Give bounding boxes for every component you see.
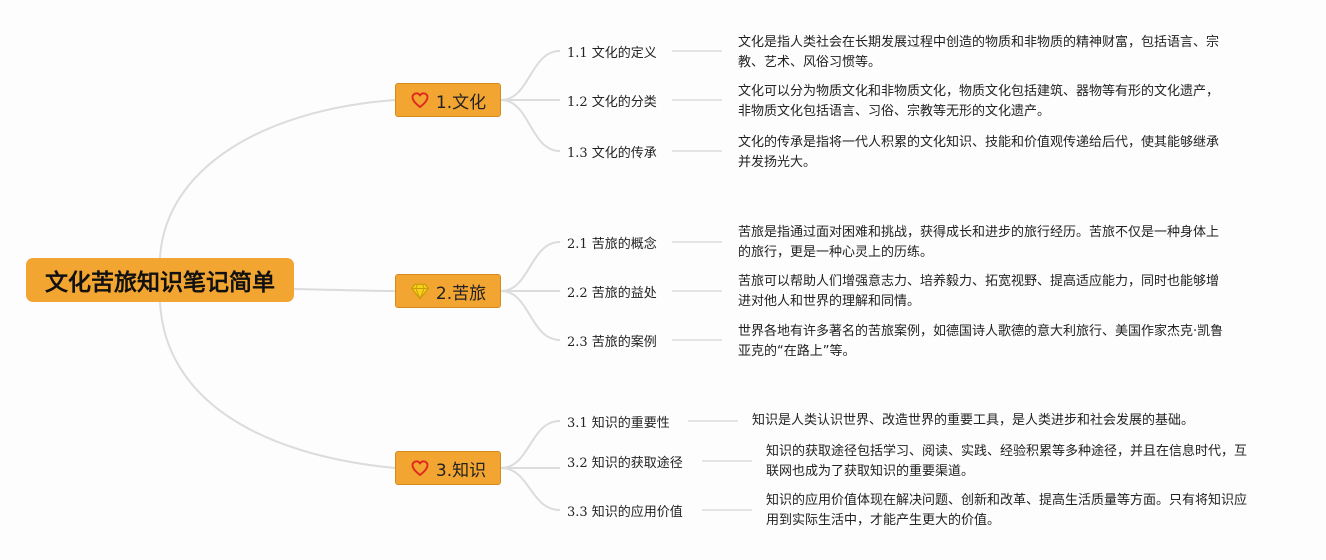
subtopic-1-2[interactable]: 1.2 文化的分类 — [567, 95, 657, 110]
leaf-note-1-2: 文化可以分为物质文化和非物质文化，物质文化包括建筑、器物等有形的文化遗产，非物质… — [738, 84, 1220, 119]
connector-b3-s1 — [500, 420, 561, 469]
leaf-note-2-3: 世界各地有许多著名的苦旅案例，如德国诗人歌德的意大利旅行、美国作家杰克·凯鲁亚克… — [738, 324, 1224, 359]
branch-node-knowledge[interactable]: 3.知识 — [395, 451, 501, 485]
leaf-note-2-1: 苦旅是指通过面对困难和挑战，获得成长和进步的旅行经历。苦旅不仅是一种身体上的旅行… — [738, 225, 1220, 260]
connector-b2-s3 — [500, 290, 561, 341]
leaf-note-3-3: 知识的应用价值体现在解决问题、创新和改革、提高生活质量等方面。只有将知识应用到实… — [766, 493, 1248, 528]
connector-b3-s3 — [500, 467, 561, 511]
subtopic-2-3[interactable]: 2.3 苦旅的案例 — [567, 335, 657, 350]
branch-label: 1.文化 — [435, 92, 487, 113]
leaf-note-1-1: 文化是指人类社会在长期发展过程中创造的物质和非物质的精神财富，包括语言、宗教、艺… — [738, 35, 1220, 70]
heart-icon — [410, 90, 430, 110]
branch-label: 2.苦旅 — [435, 283, 487, 304]
leaf-note-2-2: 苦旅可以帮助人们增强意志力、培养毅力、拓宽视野、提高适应能力，同时也能够增进对他… — [738, 274, 1220, 309]
connector-root-branch3 — [159, 301, 396, 469]
gem-icon — [410, 281, 430, 301]
connector-b1-s3 — [500, 99, 561, 152]
leaf-note-3-1: 知识是人类认识世界、改造世界的重要工具，是人类进步和社会发展的基础。 — [752, 413, 1195, 428]
connector-root-branch1 — [159, 99, 396, 259]
subtopic-2-1[interactable]: 2.1 苦旅的概念 — [567, 237, 657, 252]
subtopic-3-1[interactable]: 3.1 知识的重要性 — [567, 416, 670, 431]
root-node[interactable]: 文化苦旅知识笔记简单 — [26, 258, 294, 302]
connector-root-branch2 — [293, 288, 396, 292]
connector-b1-s1 — [500, 50, 561, 101]
branch-node-hard-journey[interactable]: 2.苦旅 — [395, 274, 501, 308]
leaf-note-1-3: 文化的传承是指将一代人积累的文化知识、技能和价值观传递给后代，使其能够继承并发扬… — [738, 135, 1220, 170]
heart-icon — [410, 458, 430, 478]
leaf-note-3-2: 知识的获取途径包括学习、阅读、实践、经验积累等多种途径，并且在信息时代，互联网也… — [766, 444, 1248, 479]
subtopic-2-2[interactable]: 2.2 苦旅的益处 — [567, 286, 657, 301]
branch-node-culture[interactable]: 1.文化 — [395, 83, 501, 117]
subtopic-1-3[interactable]: 1.3 文化的传承 — [567, 146, 657, 161]
connector-b2-s1 — [500, 241, 561, 292]
subtopic-3-3[interactable]: 3.3 知识的应用价值 — [567, 505, 683, 520]
root-title: 文化苦旅知识笔记简单 — [45, 270, 275, 296]
subtopic-3-2[interactable]: 3.2 知识的获取途径 — [567, 456, 683, 471]
branch-label: 3.知识 — [435, 460, 487, 481]
subtopic-1-1[interactable]: 1.1 文化的定义 — [567, 46, 657, 61]
